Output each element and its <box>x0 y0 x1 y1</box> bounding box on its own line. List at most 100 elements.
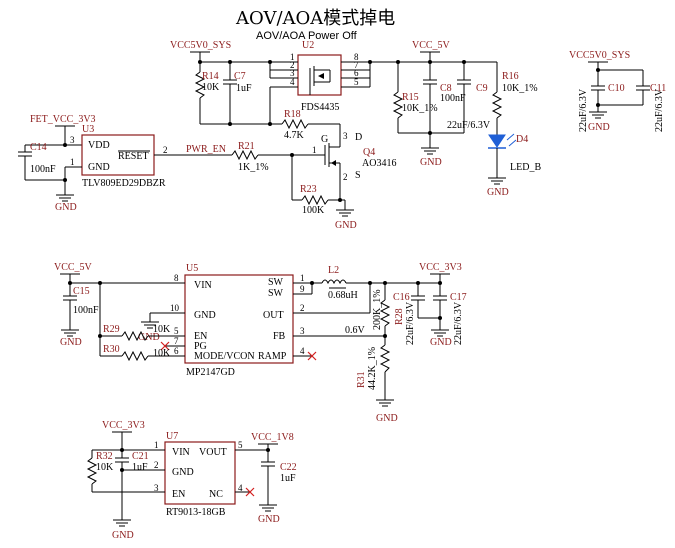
gnd-label-c15: GND <box>60 337 82 348</box>
u2-pin-7: 7 <box>354 60 359 70</box>
u3-pin-1: 1 <box>70 157 75 167</box>
r14-ref: R14 <box>202 71 219 82</box>
fet-vcc-3v3-label: FET_VCC_3V3 <box>30 114 96 125</box>
u5-pin-4: 4 <box>300 346 305 356</box>
resistor-r23: R23 100K GND <box>291 155 357 231</box>
u5-buck-converter: U5 MP2147GD VIN GND EN PG MODE/VCON SW S… <box>100 263 385 378</box>
c22-ref: C22 <box>280 462 297 473</box>
u5-pin-sw2: SW <box>268 288 284 299</box>
r15-ref: R15 <box>402 92 419 103</box>
q4-pin-3: 3 <box>343 131 348 141</box>
c16-ref: C16 <box>393 292 410 303</box>
r18-ref: R18 <box>284 109 301 120</box>
u7-body <box>164 441 236 505</box>
u7-ref: U7 <box>166 431 178 442</box>
vcc5v0-sys-label: VCC5V0_SYS <box>170 40 231 51</box>
u5-pin-gnd: GND <box>194 310 216 321</box>
q4-mosfet: 1 3 2 G D S Q4 AO3416 <box>300 131 396 200</box>
u5-input-net: VCC_5V GND C15 100nF GND <box>54 262 160 356</box>
c22-value: 1uF <box>280 473 296 484</box>
u3-pin-reset: RESET <box>118 151 149 162</box>
capacitor-c8: C8 100nF <box>423 62 466 148</box>
u5-pin-out: OUT <box>263 310 284 321</box>
c17-ref: C17 <box>450 292 467 303</box>
r23-ref: R23 <box>300 184 317 195</box>
u3-pin-2: 2 <box>163 145 168 155</box>
resistor-r29: R29 10K <box>100 324 178 342</box>
q4-source-label: S <box>355 170 361 181</box>
u5-pin-7: 7 <box>174 336 179 346</box>
schematic-title: AOV/AOA模式掉电 <box>235 8 395 29</box>
u7-pin-en: EN <box>172 489 185 500</box>
u5-pin-1: 1 <box>300 273 305 283</box>
gnd-symbol-c8: GND <box>420 147 442 168</box>
r21-value: 1K_1% <box>238 162 269 173</box>
gnd-label-c17: GND <box>430 337 452 348</box>
u2-ref: U2 <box>302 40 314 51</box>
resistor-r16: R16 10K_1% <box>491 62 538 135</box>
u5-pin-en: EN <box>194 331 207 342</box>
u5-pin-fb: FB <box>273 331 286 342</box>
schematic-subtitle: AOV/AOA Power Off <box>256 30 358 42</box>
u3-reset-supervisor: FET_VCC_3V3 U3 TLV809ED29DBZR VDD GND RE… <box>18 114 168 213</box>
u3-pin-gnd: GND <box>88 162 110 173</box>
r30-value: 10K <box>153 348 171 359</box>
r32-value: 10K <box>96 462 114 473</box>
l2-value: 0.68uH <box>328 290 358 301</box>
d4-part: LED_B <box>510 162 541 173</box>
u2-pin-8: 8 <box>354 52 359 62</box>
u5-pin-9: 9 <box>300 284 305 294</box>
u2-pin-1: 1 <box>290 52 295 62</box>
q4-drain-label: D <box>355 132 362 143</box>
r31-value: 44.2K_1% <box>367 347 378 390</box>
gnd-label-r31: GND <box>376 413 398 424</box>
fb-voltage-label: 0.6V <box>345 325 366 336</box>
c8-ref: C8 <box>440 83 452 94</box>
vcc-5v-label-u5: VCC_5V <box>54 262 93 273</box>
r16-value: 10K_1% <box>502 83 538 94</box>
c21-ref: C21 <box>132 451 149 462</box>
c11-value: 22uF/6.3V <box>654 88 665 132</box>
u7-pin-5: 5 <box>238 440 243 450</box>
c14-ref: C14 <box>30 142 47 153</box>
r28-ref: R28 <box>394 308 405 325</box>
resistor-r30: R30 10K <box>100 344 178 362</box>
gnd-label-u5: GND <box>138 332 160 343</box>
gnd-label-d4: GND <box>487 187 509 198</box>
u5-pin-6: 6 <box>174 346 179 356</box>
capacitor-c9: C9 22uF/6.3V <box>430 62 491 134</box>
u3-pin-vdd: VDD <box>88 140 110 151</box>
q4-gate-label: G <box>321 134 328 145</box>
gnd-label-c22: GND <box>258 514 280 525</box>
l2-ref: L2 <box>328 265 339 276</box>
q4-pin-2: 2 <box>343 172 348 182</box>
u2-pin-2: 2 <box>290 60 295 70</box>
u5-pin-sw1: SW <box>268 277 284 288</box>
vcc5v0-sys-rail-top: VCC5V0_SYS <box>170 40 272 64</box>
vcc-3v3-label-out: VCC_3V3 <box>419 262 462 273</box>
c7-ref: C7 <box>234 71 246 82</box>
c15-ref: C15 <box>73 286 90 297</box>
u5-pin-mode: MODE/VCON <box>194 351 255 362</box>
q4-pin-1: 1 <box>312 145 317 155</box>
u2-gate-net: R18 4.7K <box>200 87 341 141</box>
gnd-label-u3: GND <box>55 202 77 213</box>
u2-pin-5: 5 <box>354 77 359 87</box>
gnd-label-u7: GND <box>112 530 134 541</box>
u2-pin-6: 6 <box>354 68 359 78</box>
vcc5v0-sys-label-right: VCC5V0_SYS <box>569 50 630 61</box>
c15-value: 100nF <box>73 305 99 316</box>
u7-pin-gnd: GND <box>172 467 194 478</box>
c9-value: 22uF/6.3V <box>447 120 491 131</box>
u2-body <box>297 54 342 96</box>
r29-ref: R29 <box>103 324 120 335</box>
c7-value: 1uF <box>236 83 252 94</box>
u2-pin-3: 3 <box>290 68 295 78</box>
u7-pin-2: 2 <box>154 460 159 470</box>
u5-pin-vin: VIN <box>194 280 212 291</box>
vcc-5v-label-top: VCC_5V <box>412 40 451 51</box>
gnd-label-c8: GND <box>420 157 442 168</box>
c10-ref: C10 <box>608 83 625 94</box>
r15-value: 10K_1% <box>402 103 438 114</box>
